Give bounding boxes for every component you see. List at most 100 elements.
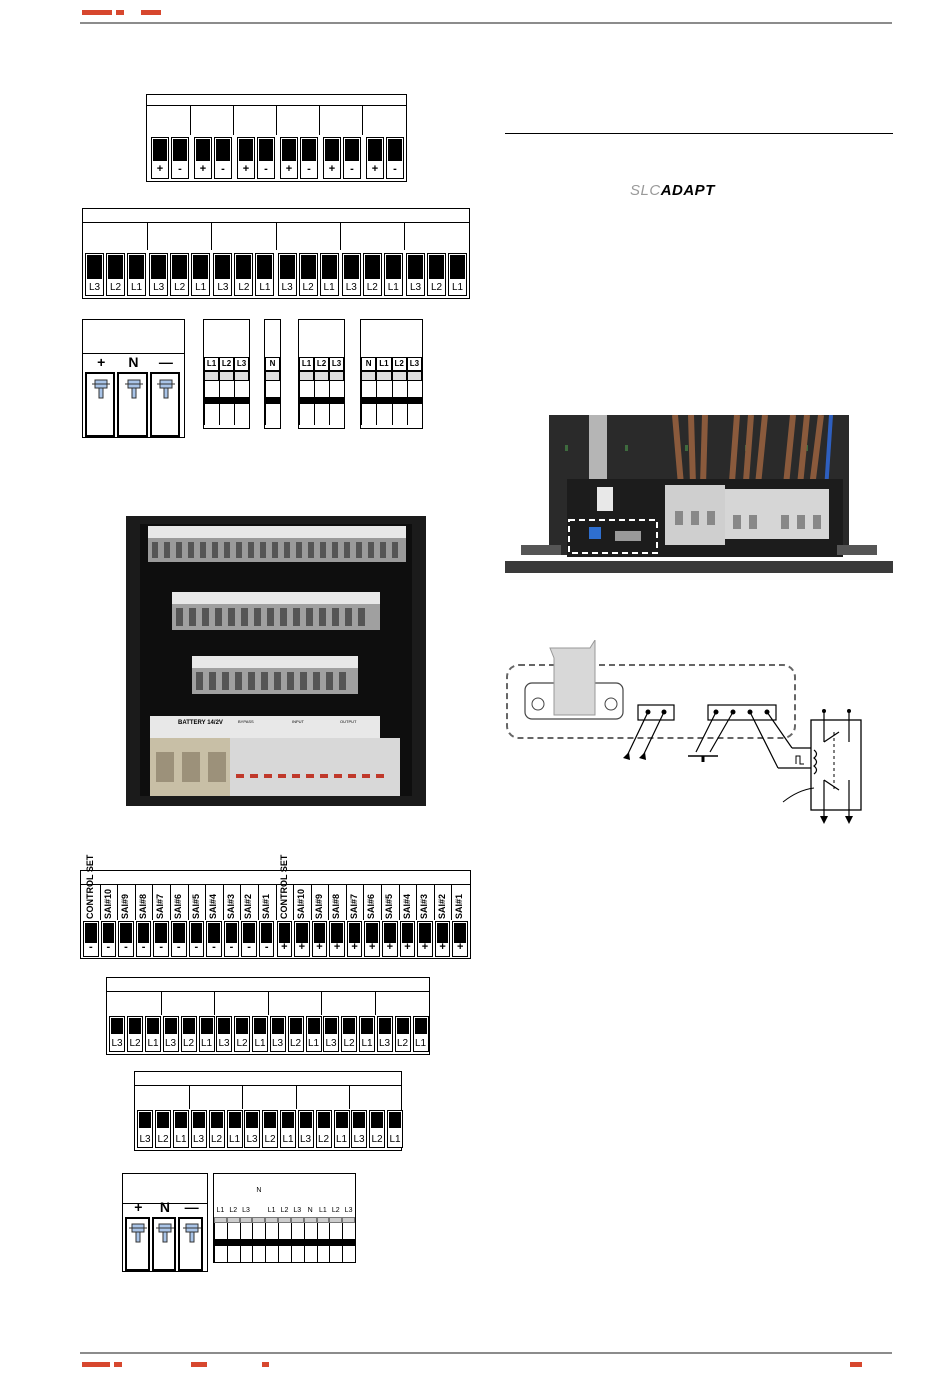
terminal-block bbox=[325, 139, 339, 161]
sai-label: SAI#3 bbox=[225, 893, 236, 919]
phase-terminal: L1 bbox=[383, 253, 403, 296]
terminal-label: L1 bbox=[361, 1038, 373, 1049]
phase-terminal: L1 bbox=[448, 253, 467, 296]
terminal-block bbox=[147, 1018, 159, 1034]
phase-terminal: L1 bbox=[412, 1016, 429, 1052]
header-accent-bar bbox=[82, 10, 112, 15]
terminal-block bbox=[108, 255, 123, 279]
bolt-icon bbox=[92, 378, 111, 400]
plus-sign: + bbox=[456, 941, 464, 953]
neutral-breaker-group bbox=[264, 319, 281, 429]
sai-divider bbox=[381, 884, 383, 920]
battery-terminal bbox=[214, 137, 232, 179]
terminal-label: L3 bbox=[111, 1038, 123, 1049]
terminal-block bbox=[299, 1112, 312, 1128]
terminal-block bbox=[129, 1018, 141, 1034]
terminal-block bbox=[282, 139, 296, 161]
breaker-label: L1 bbox=[267, 1207, 276, 1214]
terminal-label: L3 bbox=[299, 1134, 312, 1145]
terminal-block bbox=[87, 255, 102, 279]
terminal-block bbox=[296, 923, 308, 943]
phase-terminal: L2 bbox=[208, 1110, 225, 1148]
phase-terminal: L3 bbox=[244, 1110, 260, 1148]
terminal-label: L3 bbox=[139, 1134, 151, 1145]
breaker-screw bbox=[265, 371, 280, 381]
breaker-divider bbox=[314, 381, 315, 425]
sai-terminal bbox=[258, 921, 275, 957]
terminal-block bbox=[378, 1018, 391, 1034]
minus-sign: - bbox=[212, 941, 216, 953]
phase-terminal: L1 bbox=[305, 1016, 322, 1052]
cabinet-photo-illustration: BATTERY 14/2V BYPASS INPUT OUTPUT bbox=[126, 516, 426, 806]
breaker-screw bbox=[204, 371, 219, 381]
phase-terminal: L2 bbox=[234, 253, 254, 296]
breaker-screw bbox=[391, 371, 407, 381]
breaker-bar bbox=[265, 397, 280, 404]
breaker-label: L3 bbox=[234, 357, 249, 371]
minus-sign: - bbox=[178, 163, 182, 175]
terminal-block bbox=[225, 923, 238, 943]
breaker-bar bbox=[391, 397, 407, 404]
photo-bypass-label: BYPASS bbox=[238, 719, 254, 724]
terminal-block bbox=[384, 923, 396, 943]
sai-label: SAI#8 bbox=[331, 893, 342, 919]
sai-divider bbox=[416, 884, 418, 920]
plus-sign: + bbox=[156, 163, 164, 175]
sai-terminal bbox=[434, 921, 451, 957]
header-accent-mark bbox=[116, 10, 124, 15]
sai-terminal bbox=[417, 921, 433, 957]
terminal-block bbox=[216, 139, 230, 161]
minus-sign: - bbox=[194, 941, 199, 953]
breaker-divider bbox=[361, 381, 362, 425]
bypass-breaker-group bbox=[203, 319, 250, 429]
terminal-label: L3 bbox=[281, 282, 293, 293]
sai-terminal bbox=[294, 921, 310, 957]
breaker-bar bbox=[213, 1239, 356, 1246]
breaker-cell bbox=[125, 1217, 150, 1271]
footer-accent-mark bbox=[114, 1362, 122, 1367]
terminal-label: L1 bbox=[389, 1134, 401, 1145]
terminal-label: L2 bbox=[182, 1038, 195, 1049]
terminal-block bbox=[364, 255, 380, 279]
breaker-label: L3 bbox=[344, 1207, 353, 1214]
terminal-block bbox=[300, 255, 316, 279]
phase-terminal: L1 bbox=[173, 1110, 189, 1148]
phase-terminal: L2 bbox=[341, 1016, 357, 1052]
breaker-screw bbox=[299, 371, 314, 381]
phase-terminal: L1 bbox=[387, 1110, 403, 1148]
terminal-label: L1 bbox=[323, 282, 335, 293]
footer-accent-mark bbox=[850, 1362, 862, 1367]
terminal-block bbox=[137, 923, 150, 943]
phase-terminal: L1 bbox=[255, 253, 275, 296]
terminal-block bbox=[282, 1112, 294, 1128]
output-breaker-group bbox=[360, 319, 423, 429]
terminal-block bbox=[215, 255, 231, 279]
plus-sign: + bbox=[242, 163, 250, 175]
breaker-label: L2 bbox=[331, 1207, 340, 1214]
sai-label: SAI#10 bbox=[296, 888, 307, 919]
phase-terminal: L1 bbox=[127, 253, 146, 296]
sai-label: SAI#7 bbox=[155, 893, 166, 919]
terminal-label: L3 bbox=[217, 282, 229, 293]
group-divider bbox=[160, 991, 162, 1015]
breaker-divider bbox=[329, 381, 330, 425]
breaker-screw bbox=[252, 1217, 266, 1223]
terminal-block bbox=[353, 1112, 365, 1128]
terminal-block bbox=[218, 1018, 230, 1034]
group-divider bbox=[214, 991, 215, 1015]
phase-terminal: L2 bbox=[106, 253, 125, 296]
terminal-block bbox=[208, 923, 220, 943]
terminal-label: L2 bbox=[174, 282, 186, 293]
sai-divider bbox=[187, 884, 189, 920]
breaker-screw bbox=[406, 371, 422, 381]
breaker-screw bbox=[239, 1217, 253, 1223]
footer-accent-bar bbox=[82, 1362, 110, 1367]
terminal-block bbox=[389, 1112, 401, 1128]
breaker-label: L3 bbox=[406, 357, 422, 371]
sai-divider bbox=[257, 884, 259, 920]
plus-sign: + bbox=[281, 941, 288, 953]
phase-terminal: L2 bbox=[127, 1016, 143, 1052]
phase-terminal: L2 bbox=[262, 1110, 278, 1148]
